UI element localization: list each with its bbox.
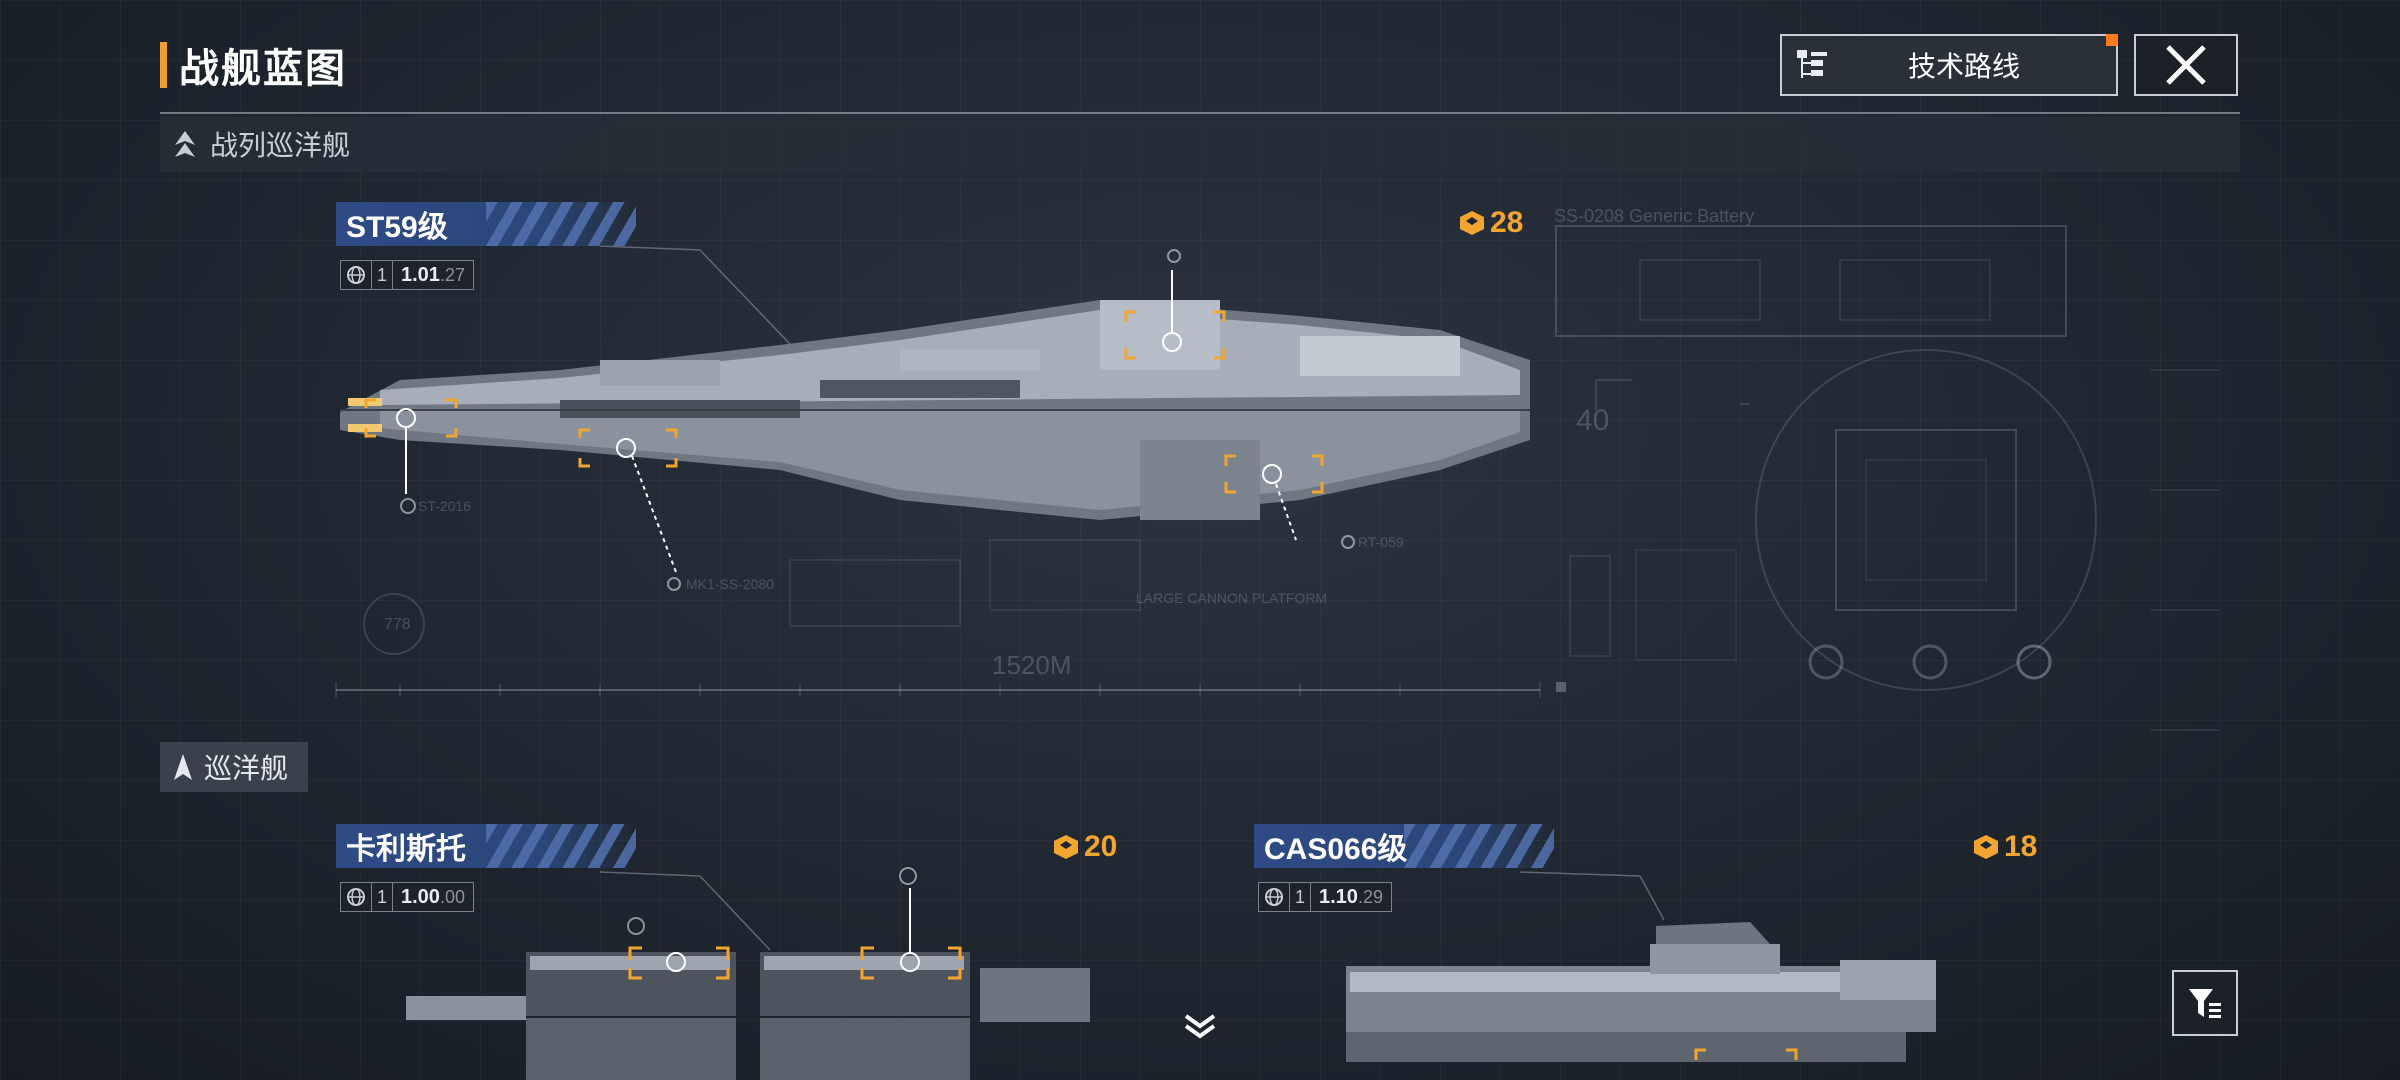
notification-dot [2106, 34, 2118, 46]
globe-icon [341, 261, 372, 289]
version-main: 1.00 [401, 885, 440, 908]
blueprint-label-deck: LARGE CANNON PLATFORM [1136, 590, 1328, 606]
globe-icon [1259, 883, 1290, 911]
tech-tree-icon [1782, 48, 1842, 82]
ship-callisto-model [406, 952, 1090, 1080]
scroll-down-button[interactable] [1180, 1010, 1220, 1045]
chevron-down-icon [1184, 1014, 1216, 1039]
ship-name-callisto: 卡利斯托 [346, 833, 466, 866]
cost-callisto: 20 [1052, 830, 1117, 864]
ship-name-bar-st59[interactable]: ST59级 [336, 202, 636, 246]
name-bar-stripes [486, 824, 636, 868]
version-main: 1.10 [1319, 885, 1358, 908]
cost-value-cas066: 18 [2004, 830, 2038, 863]
rank-icon [174, 754, 192, 780]
version-sub: .27 [439, 264, 465, 285]
cost-cas066: 18 [1972, 830, 2037, 864]
globe-icon [341, 883, 372, 911]
filter-icon [2189, 989, 2221, 1018]
tech-route-button[interactable]: 技术路线 [1780, 34, 2118, 96]
tech-route-label: 技术路线 [1907, 51, 2020, 82]
rank-icon [160, 129, 210, 159]
section-label-cruiser: 巡洋舰 [204, 753, 289, 784]
version-num: 1 [372, 883, 393, 911]
version-badge-callisto: 1 1.00.00 [340, 882, 474, 912]
version-badge-st59: 1 1.01.27 [340, 260, 474, 290]
version-sub: .00 [439, 886, 465, 907]
blueprint-label-mk: MK1-SS-2080 [686, 576, 774, 592]
version-main: 1.01 [401, 263, 440, 286]
version-num: 1 [372, 261, 393, 289]
page-title: 战舰蓝图 [179, 47, 347, 91]
blueprint-label-rt: RT-059 [1358, 534, 1404, 550]
blueprint-label-num: 778 [384, 616, 411, 633]
version-value: 1.01.27 [393, 261, 473, 289]
command-point-icon [1054, 835, 1078, 859]
blueprint-label-length: 1520M [992, 650, 1072, 680]
command-point-icon [1974, 835, 1998, 859]
version-sub: .29 [1357, 886, 1383, 907]
cost-value-st59: 28 [1490, 206, 1524, 239]
ship-cas066-model [1346, 922, 1936, 1062]
ship-st59-model [340, 300, 1530, 520]
ship-name-cas066: CAS066级 [1264, 833, 1408, 866]
ship-name-bar-cas066[interactable]: CAS066级 [1254, 824, 1554, 868]
blueprint-label-st: ST-2016 [418, 498, 471, 514]
close-button[interactable] [2134, 34, 2238, 96]
blueprint-label-battery: SS-0208 Generic Battery [1554, 206, 1755, 226]
version-value: 1.10.29 [1311, 883, 1391, 911]
command-point-icon [1460, 211, 1484, 235]
cost-st59: 28 [1458, 206, 1523, 240]
ship-name-st59: ST59级 [346, 211, 448, 244]
section-label-battlecruiser: 战列巡洋舰 [210, 130, 351, 161]
version-badge-cas066: 1 1.10.29 [1258, 882, 1392, 912]
page-title-wrap: 战舰蓝图 [160, 38, 347, 92]
header-divider [160, 112, 2240, 114]
version-num: 1 [1290, 883, 1311, 911]
filter-button[interactable] [2172, 970, 2238, 1036]
close-icon [2166, 45, 2206, 85]
name-bar-stripes [1404, 824, 1554, 868]
title-accent [160, 42, 167, 88]
section-header-battlecruiser: 战列巡洋舰 [160, 116, 2240, 172]
name-bar-stripes [486, 202, 636, 246]
ship-name-bar-callisto[interactable]: 卡利斯托 [336, 824, 636, 868]
blueprint-label-angle: 40 [1576, 404, 1610, 437]
version-value: 1.00.00 [393, 883, 473, 911]
cost-value-callisto: 20 [1084, 830, 1118, 863]
section-header-cruiser: 巡洋舰 [160, 742, 309, 792]
